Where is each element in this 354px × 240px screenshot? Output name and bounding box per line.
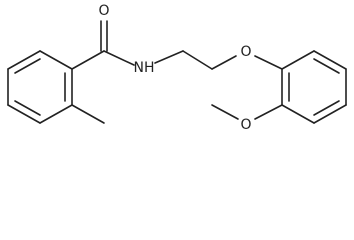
bond-carbonyl-to-n xyxy=(103,50,135,66)
bond-ring1-inner-1 xyxy=(14,58,41,74)
amide-group xyxy=(71,20,135,70)
bond-ring-to-methoxy-o xyxy=(254,104,283,120)
bond-ring-to-carbonyl xyxy=(71,50,105,70)
bond-ring2-a xyxy=(281,50,315,70)
bond-ch2-ch2 xyxy=(182,50,213,70)
bond-n-to-ch2 xyxy=(154,50,184,64)
methoxy-oxygen-label: O xyxy=(240,117,251,133)
bond-o-to-ring xyxy=(254,55,283,70)
amide-nitrogen-label: NH xyxy=(134,60,155,76)
ethylene-linker xyxy=(154,50,237,70)
bond-ring1-a xyxy=(39,50,73,70)
bond-ring2-inner-1 xyxy=(313,58,340,74)
bond-ring2-b xyxy=(313,50,347,70)
bond-ring1-c xyxy=(39,104,73,124)
bond-ring2-d xyxy=(313,104,347,124)
bond-ring1-inner-2 xyxy=(14,100,41,116)
carbonyl-oxygen-label: O xyxy=(98,3,109,19)
bond-ch2-to-o xyxy=(211,55,237,70)
methoxyphenyl-ring xyxy=(254,50,347,124)
bond-methyl xyxy=(71,104,105,124)
bond-ring2-e xyxy=(281,104,315,124)
chemical-structure-diagram: O NH O O xyxy=(7,3,347,133)
bond-ring1-d xyxy=(7,104,41,124)
bond-ring1-f xyxy=(7,50,41,70)
bond-ring2-inner-2 xyxy=(313,100,340,116)
bond-methoxy-o-to-ch3 xyxy=(211,104,239,120)
toluene-ring xyxy=(7,50,73,124)
methoxy-group xyxy=(211,104,283,120)
ether-oxygen-label: O xyxy=(240,44,251,60)
